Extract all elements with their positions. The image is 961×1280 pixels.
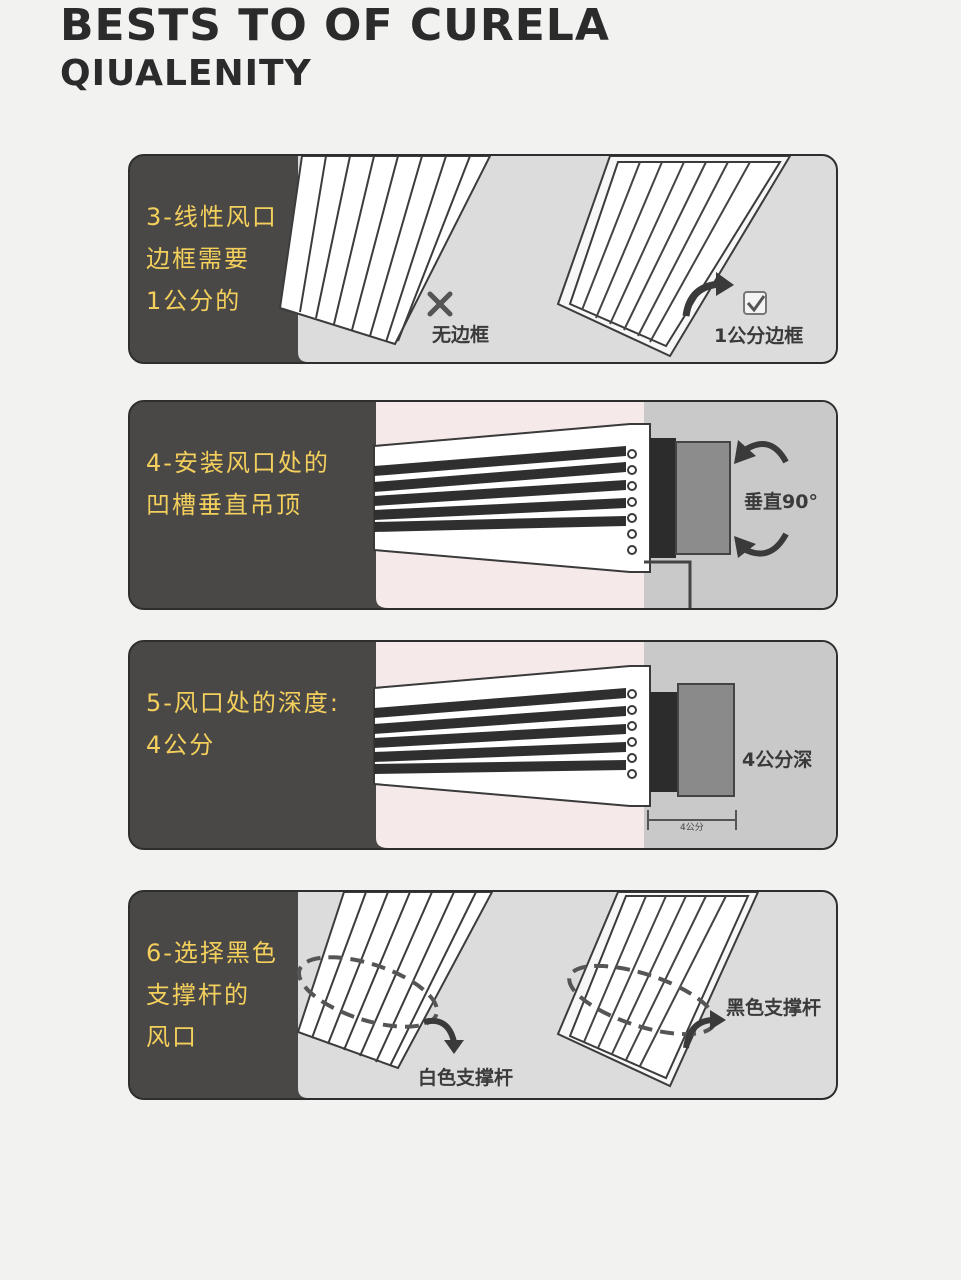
depth-dimension — [647, 810, 737, 830]
step-4-illustration: 垂直90° — [373, 402, 836, 608]
step-card-6: 白色支撑杆 黑色支撑杆 6-选择黑色 支撑杆的 风口 — [128, 890, 838, 1100]
caption-black-strut: 黑色支撑杆 — [726, 996, 821, 1019]
caption-vertical-90: 垂直90° — [744, 490, 818, 513]
cross-icon — [427, 291, 453, 317]
step-3-label: 3-线性风口 边框需要 1公分的 — [146, 203, 278, 315]
step-5-illustration: 4公分 4公分深 — [373, 642, 836, 848]
arrow-icon — [682, 280, 721, 317]
vent-slats — [374, 688, 626, 774]
dimension-label: 4公分 — [680, 822, 704, 833]
step-4-label: 4-安装风口处的 凹槽垂直吊顶 — [146, 449, 330, 519]
step-5-label: 5-风口处的深度: 4公分 — [146, 689, 341, 759]
checkbox-icon — [743, 291, 767, 315]
caption-white-strut: 白色支撑杆 — [418, 1066, 513, 1089]
arrow-icon — [423, 1018, 457, 1043]
caption-1cm-frame: 1公分边框 — [714, 324, 803, 347]
unframed-vent — [278, 156, 492, 346]
step-6-label: 6-选择黑色 支撑杆的 风口 — [146, 939, 278, 1051]
black-strut-vent — [556, 892, 760, 1088]
vent-slats — [374, 446, 626, 532]
framed-vent — [556, 156, 792, 358]
title-line-1: BESTS TO OF CURELA — [60, 0, 610, 51]
white-strut-vent — [296, 892, 494, 1070]
step-card-5: 4公分 4公分深 5-风口处的深度: 4公分 — [128, 640, 838, 850]
step-6-illustration: 白色支撑杆 黑色支撑杆 — [296, 892, 836, 1098]
caption-4cm-depth: 4公分深 — [742, 748, 812, 771]
title-line-2: QIUALENITY — [60, 53, 312, 94]
step-card-3: 无边框 1公分边框 3-线性风口 边框需要 1公分的 — [128, 154, 838, 364]
step-3-illustration: 无边框 1公分边框 — [278, 156, 836, 362]
page-title: BESTS TO OF CURELA QIUALENITY — [60, 0, 610, 96]
step-card-4: 垂直90° 4-安装风口处的 凹槽垂直吊顶 — [128, 400, 838, 610]
caption-no-frame: 无边框 — [432, 323, 489, 346]
